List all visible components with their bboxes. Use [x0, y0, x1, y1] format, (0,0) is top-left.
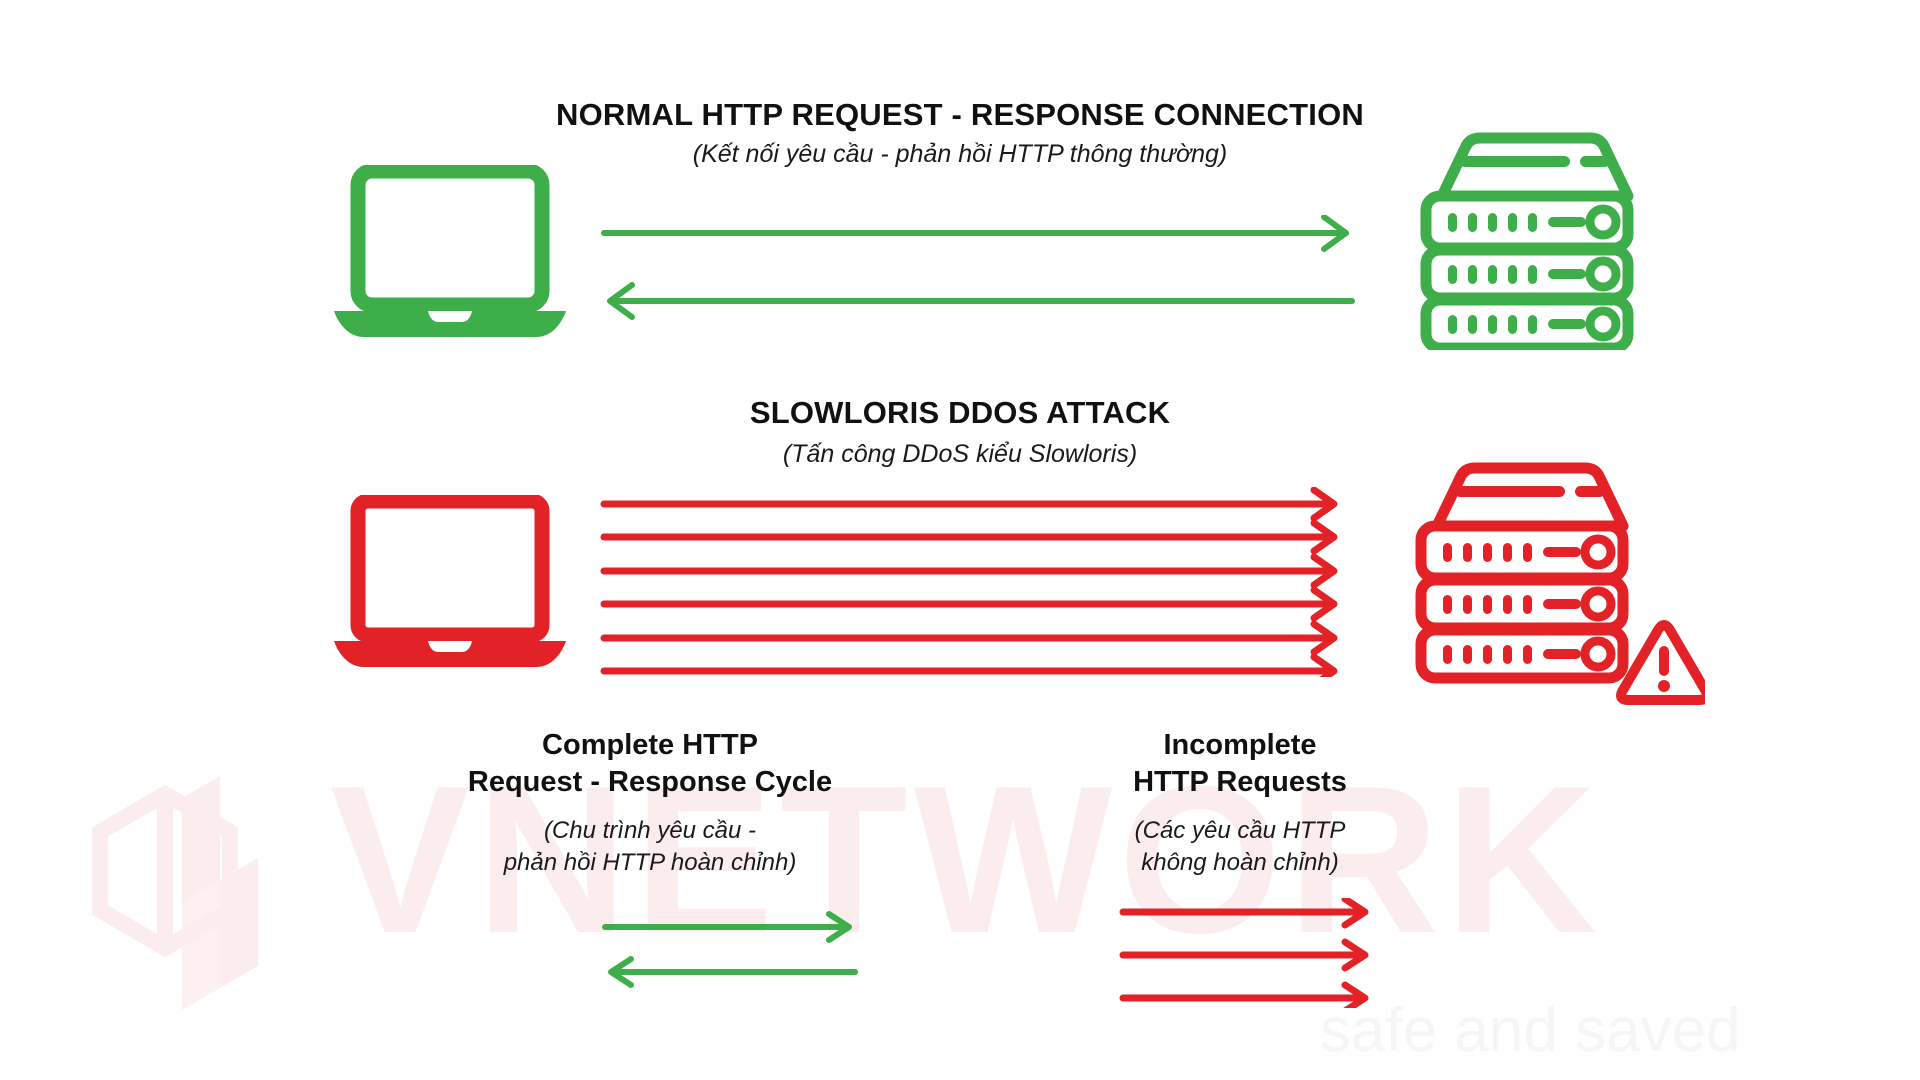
watermark-tagline: safe and saved	[1320, 996, 1741, 1065]
target-server-rack-icon	[1415, 462, 1705, 705]
slowloris-attack-arrows	[600, 487, 1338, 677]
normal-section-title: NORMAL HTTP REQUEST - RESPONSE CONNECTIO…	[556, 97, 1364, 132]
legend-complete-caption-line1: (Chu trình yêu cầu -	[543, 817, 757, 845]
legend-incomplete-requests: Incomplete HTTP Requests (Các yêu cầu HT…	[1075, 727, 1405, 879]
legend-complete-caption-line2: phản hồi HTTP hoàn chỉnh)	[503, 848, 797, 876]
legend-incomplete-title-line2: HTTP Requests	[1133, 766, 1347, 799]
attacker-laptop-icon	[334, 495, 566, 667]
attack-section-title: SLOWLORIS DDOS ATTACK	[749, 395, 1171, 430]
legend-incomplete-caption-line2: không hoàn chỉnh)	[1141, 848, 1339, 876]
legend-complete-arrows	[602, 911, 858, 988]
server-rack-icon-normal	[1420, 132, 1634, 350]
normal-section-subtitle: (Kết nối yêu cầu - phản hồi HTTP thông t…	[692, 140, 1228, 168]
legend-incomplete-title: Incomplete HTTP Requests	[1075, 727, 1405, 801]
vnetwork-hexagon-logo-icon	[92, 776, 258, 1010]
legend-complete-title-line2: Request - Response Cycle	[467, 766, 833, 799]
warning-triangle-icon	[1616, 620, 1705, 705]
legend-complete-title-line1: Complete HTTP	[542, 729, 758, 761]
legend-complete-title: Complete HTTP Request - Response Cycle	[440, 727, 860, 801]
normal-request-response-arrows	[601, 215, 1355, 320]
legend-incomplete-caption-line1: (Các yêu cầu HTTP	[1134, 817, 1346, 845]
legend-incomplete-arrows	[1119, 898, 1369, 1008]
attack-section-subtitle: (Tấn công DDoS kiểu Slowloris)	[782, 440, 1138, 468]
legend-incomplete-title-line1: Incomplete	[1163, 729, 1317, 761]
legend-complete-caption: (Chu trình yêu cầu - phản hồi HTTP hoàn …	[440, 815, 860, 878]
legend-complete-cycle: Complete HTTP Request - Response Cycle (…	[440, 727, 860, 879]
client-laptop-icon-normal	[334, 165, 566, 337]
legend-incomplete-caption: (Các yêu cầu HTTP không hoàn chỉnh)	[1075, 815, 1405, 878]
